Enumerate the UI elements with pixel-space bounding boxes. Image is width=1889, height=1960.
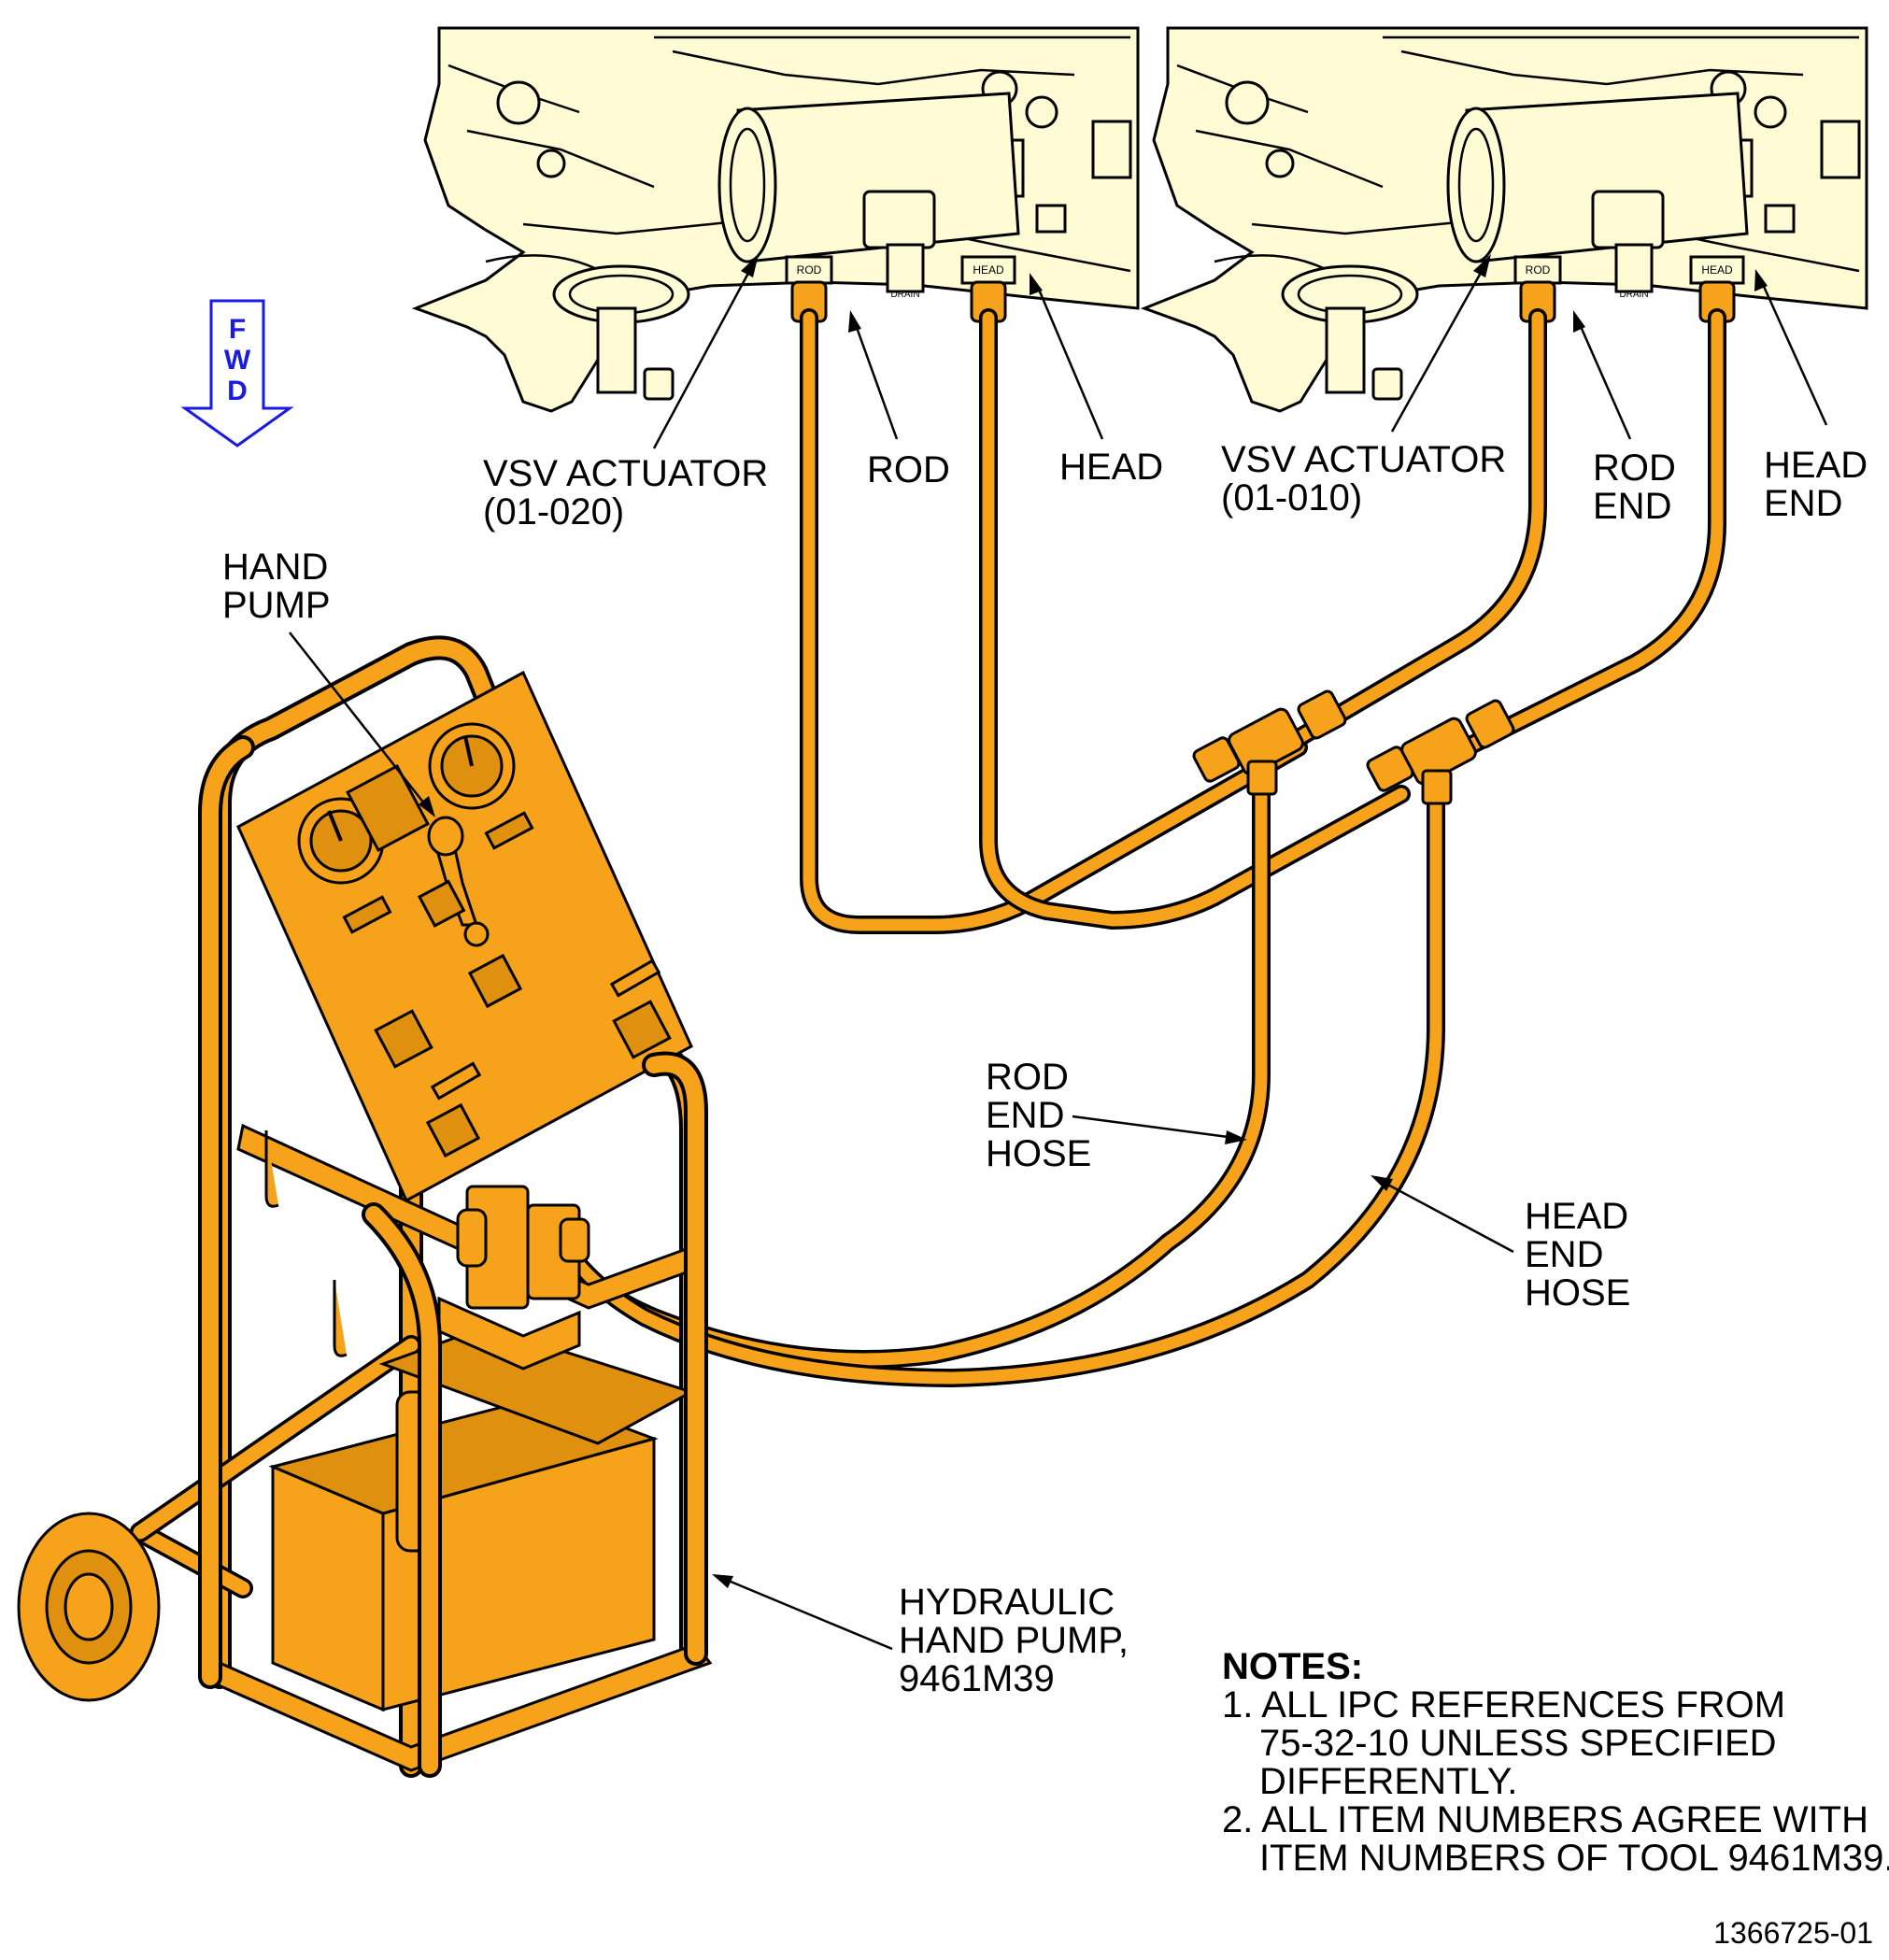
head-end-hose-line-1: HEAD xyxy=(1525,1196,1628,1237)
hose-assembly xyxy=(542,308,1726,1387)
hand-pump-label: HAND PUMP xyxy=(222,547,331,626)
note-2-line-2: ITEM NUMBERS OF TOOL 9461M39. xyxy=(1259,1838,1889,1879)
note-2-line-1: 2. ALL ITEM NUMBERS AGREE WITH xyxy=(1222,1799,1868,1840)
rod-end-hose-label: ROD END HOSE xyxy=(986,1057,1091,1174)
engine-section-right: ROD HEAD DRAIN xyxy=(1140,26,1868,413)
vsv-actuator-01-020-label: VSV ACTUATOR (01-020) xyxy=(483,453,768,533)
hydraulic-pump-line-2: HAND PUMP, xyxy=(899,1620,1129,1661)
head-end-right-line-2: END xyxy=(1764,483,1842,524)
rod-label-left: ROD xyxy=(867,449,950,490)
head-end-hose-line-2: END xyxy=(1525,1234,1603,1275)
rod-end-hose-line-1: ROD xyxy=(986,1057,1069,1098)
fwd-letter-f: F xyxy=(229,314,246,345)
hydraulic-hand-pump-cart xyxy=(17,635,713,1778)
rod-end-right-line-1: ROD xyxy=(1593,447,1676,489)
drain-tag-right: DRAIN xyxy=(1619,290,1648,300)
note-1-line-2: 75-32-10 UNLESS SPECIFIED xyxy=(1259,1723,1777,1764)
head-end-hose-line-3: HOSE xyxy=(1525,1272,1630,1314)
note-1-line-3: DIFFERENTLY. xyxy=(1259,1761,1517,1802)
head-fitting-tag-right: HEAD xyxy=(1701,263,1733,277)
rod-fitting-tag-right: ROD xyxy=(1526,263,1551,277)
head-end-label-right: HEAD END xyxy=(1764,445,1868,524)
head-fitting-tag-left: HEAD xyxy=(973,263,1004,277)
notes-block: NOTES: 1. ALL IPC REFERENCES FROM 75-32-… xyxy=(1222,1646,1889,1879)
fwd-arrow: F W D xyxy=(180,299,294,447)
fwd-letter-d: D xyxy=(227,376,248,406)
rod-end-hose-line-2: END xyxy=(986,1095,1064,1136)
leader-lines xyxy=(289,254,1828,1651)
vsv-actuator-020-line-1: VSV ACTUATOR xyxy=(483,453,768,494)
head-end-right-line-1: HEAD xyxy=(1764,445,1868,486)
engine-section-left: ROD HEAD DRAIN xyxy=(411,26,1140,413)
hand-pump-line-2: PUMP xyxy=(222,585,331,626)
callout-labels: VSV ACTUATOR (01-020) ROD HEAD VSV ACTUA… xyxy=(222,439,1868,1699)
figure-id: 1366725-01 xyxy=(1713,1916,1873,1950)
vsv-actuator-020-line-2: (01-020) xyxy=(483,491,624,533)
vsv-actuator-010-line-1: VSV ACTUATOR xyxy=(1221,439,1506,480)
rod-end-label-right: ROD END xyxy=(1593,447,1676,527)
hydraulic-hand-pump-label: HYDRAULIC HAND PUMP, 9461M39 xyxy=(899,1582,1129,1699)
rod-end-right-line-2: END xyxy=(1593,486,1671,527)
notes-title: NOTES: xyxy=(1222,1646,1363,1687)
hydraulic-pump-line-1: HYDRAULIC xyxy=(899,1582,1115,1623)
vsv-actuator-01-010-label: VSV ACTUATOR (01-010) xyxy=(1221,439,1506,518)
hand-pump-line-1: HAND xyxy=(222,547,328,588)
note-1-line-1: 1. ALL IPC REFERENCES FROM xyxy=(1222,1684,1785,1726)
rod-fitting-tag-left: ROD xyxy=(797,263,822,277)
head-end-hose-label: HEAD END HOSE xyxy=(1525,1196,1630,1314)
rod-end-hose-line-3: HOSE xyxy=(986,1133,1091,1174)
drain-tag-left: DRAIN xyxy=(890,290,919,300)
hydraulic-pump-line-3: 9461M39 xyxy=(899,1658,1055,1699)
vsv-actuator-010-line-2: (01-010) xyxy=(1221,477,1362,518)
fwd-letter-w: W xyxy=(224,345,251,376)
head-label-left: HEAD xyxy=(1059,447,1163,488)
